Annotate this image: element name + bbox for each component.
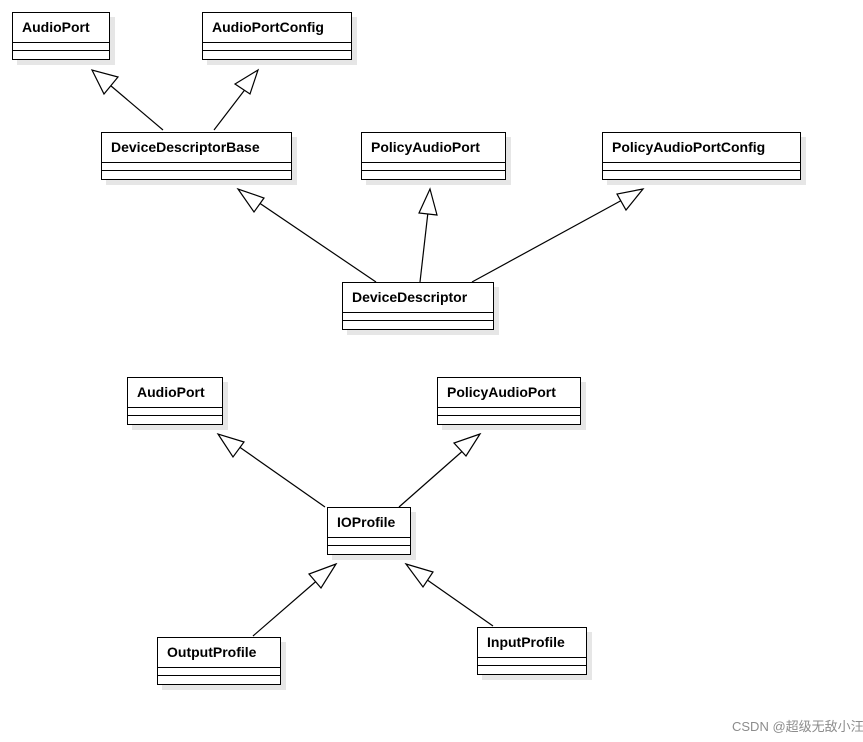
class-devicedescriptorbase[interactable]: DeviceDescriptorBase [101, 132, 292, 180]
edge-devicedescriptor-to-policyaudioportconfig [471, 198, 625, 283]
class-policyaudioport[interactable]: PolicyAudioPort [437, 377, 581, 425]
class-outputprofile[interactable]: OutputProfile [157, 637, 281, 685]
class-name: DeviceDescriptor [343, 283, 493, 313]
attributes-section [13, 43, 109, 51]
class-name: AudioPort [13, 13, 109, 43]
edge-devicedescriptor-to-policyaudioport [419, 211, 429, 283]
attributes-section [128, 408, 222, 416]
edge-outputprofile-to-ioprofile [252, 576, 322, 637]
class-name: AudioPortConfig [203, 13, 351, 43]
class-audioportconfig[interactable]: AudioPortConfig [202, 12, 352, 60]
class-audioport[interactable]: AudioPort [12, 12, 110, 60]
inheritance-arrowhead [90, 69, 120, 96]
attributes-section [328, 538, 410, 546]
attributes-section [478, 658, 586, 666]
methods-section [13, 51, 109, 59]
edge-devicedescriptorbase-to-audioportconfig [213, 82, 251, 131]
methods-section [128, 416, 222, 424]
inheritance-arrowhead [307, 562, 338, 590]
attributes-section [158, 668, 280, 676]
methods-section [438, 416, 580, 424]
class-devicedescriptor[interactable]: DeviceDescriptor [342, 282, 494, 330]
class-name: PolicyAudioPortConfig [603, 133, 800, 163]
attributes-section [603, 163, 800, 171]
attributes-section [438, 408, 580, 416]
methods-section [102, 171, 291, 179]
methods-section [203, 51, 351, 59]
class-name: AudioPort [128, 378, 222, 408]
watermark: CSDN @超级无敌小汪 [732, 719, 863, 734]
attributes-section [102, 163, 291, 171]
edge-devicedescriptor-to-devicedescriptorbase [251, 197, 377, 283]
inheritance-arrowhead [233, 68, 260, 95]
attributes-section [203, 43, 351, 51]
methods-section [362, 171, 505, 179]
class-ioprofile[interactable]: IOProfile [327, 507, 411, 555]
edge-devicedescriptorbase-to-audioport [103, 79, 164, 131]
edge-inputprofile-to-ioprofile [422, 576, 494, 627]
class-name: PolicyAudioPort [438, 378, 580, 408]
methods-section [328, 546, 410, 554]
attributes-section [343, 313, 493, 321]
class-policyaudioportconfig[interactable]: PolicyAudioPortConfig [602, 132, 801, 180]
class-inputprofile[interactable]: InputProfile [477, 627, 587, 675]
inheritance-arrowhead [216, 432, 245, 459]
inheritance-arrowhead [452, 432, 482, 457]
attributes-section [362, 163, 505, 171]
class-name: DeviceDescriptorBase [102, 133, 291, 163]
inheritance-arrowhead [418, 187, 438, 216]
methods-section [343, 321, 493, 329]
class-policyaudioport[interactable]: PolicyAudioPort [361, 132, 506, 180]
class-name: OutputProfile [158, 638, 280, 668]
edge-ioprofile-to-audioport [237, 445, 326, 508]
methods-section [478, 666, 586, 674]
class-name: IOProfile [328, 508, 410, 538]
inheritance-arrowhead [616, 188, 645, 212]
inheritance-arrowhead [236, 187, 265, 214]
methods-section [603, 171, 800, 179]
edge-ioprofile-to-policyaudioport [398, 447, 467, 508]
class-name: PolicyAudioPort [362, 133, 505, 163]
class-name: InputProfile [478, 628, 586, 658]
class-audioport[interactable]: AudioPort [127, 377, 223, 425]
methods-section [158, 676, 280, 684]
inheritance-arrowhead [404, 562, 434, 589]
